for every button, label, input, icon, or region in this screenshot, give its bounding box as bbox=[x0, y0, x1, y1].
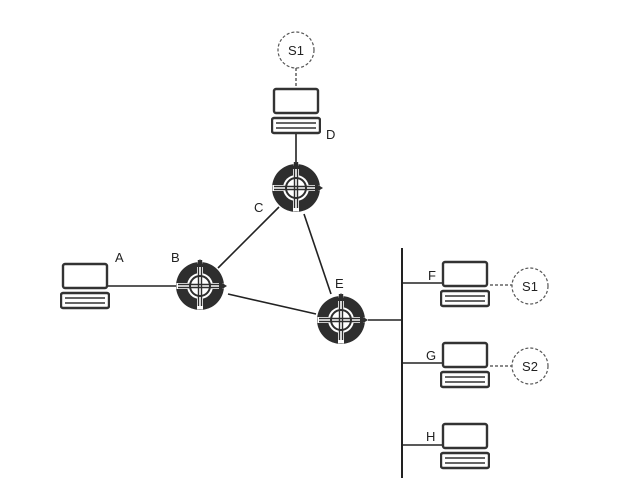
server-label: S1 bbox=[522, 279, 538, 294]
host-g-icon bbox=[440, 341, 490, 389]
server-label: S1 bbox=[288, 43, 304, 58]
node-label-h: H bbox=[426, 429, 435, 444]
host-h-icon bbox=[440, 422, 490, 470]
server-circle-icon bbox=[511, 347, 549, 385]
router-e-icon bbox=[316, 292, 369, 345]
node-label-e: E bbox=[335, 276, 344, 291]
node-label-a: A bbox=[115, 250, 124, 265]
server-circle-icon bbox=[277, 31, 315, 69]
node-label-b: B bbox=[171, 250, 180, 265]
host-d-icon bbox=[271, 87, 321, 135]
link-c-e bbox=[303, 213, 332, 295]
node-label-c: C bbox=[254, 200, 263, 215]
server-label: S2 bbox=[522, 359, 538, 374]
server-s1-f: S1 bbox=[511, 267, 549, 305]
node-label-g: G bbox=[426, 348, 436, 363]
server-s1-top: S1 bbox=[277, 31, 315, 69]
host-f-icon bbox=[440, 260, 490, 308]
node-label-d: D bbox=[326, 127, 335, 142]
link-b-c bbox=[217, 206, 280, 269]
server-s2-g: S2 bbox=[511, 347, 549, 385]
host-a-icon bbox=[60, 262, 110, 310]
server-circle-icon bbox=[511, 267, 549, 305]
router-c-icon bbox=[271, 160, 324, 213]
node-label-f: F bbox=[428, 268, 436, 283]
link-b-e bbox=[227, 293, 317, 315]
